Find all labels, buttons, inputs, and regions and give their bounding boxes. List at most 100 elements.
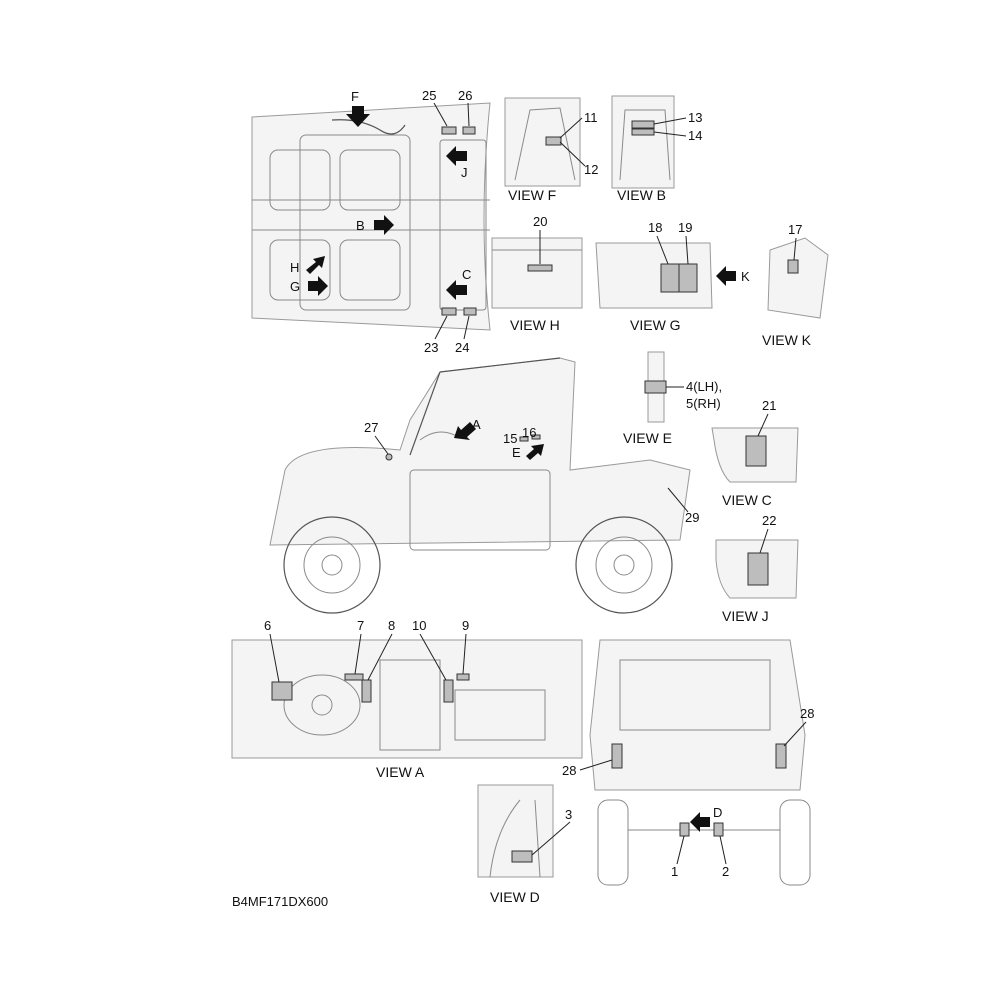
view-g-drawing (595, 242, 713, 309)
decal-8 (361, 679, 372, 703)
callout-23: 23 (424, 340, 438, 355)
callout-4: 4(LH), (686, 379, 722, 394)
svg-text:G: G (290, 279, 300, 294)
svg-text:B: B (356, 218, 365, 233)
callout-12: 12 (584, 162, 598, 177)
callout-28-left: 28 (562, 763, 576, 778)
view-h-label: VIEW H (510, 317, 560, 333)
view-c-label: VIEW C (722, 492, 772, 508)
decal-15 (519, 436, 529, 442)
callout-20: 20 (533, 214, 547, 229)
callout-27: 27 (364, 420, 378, 435)
decal-17 (787, 259, 799, 274)
decal-7 (344, 673, 364, 681)
decal-9 (456, 673, 470, 681)
callout-13: 13 (688, 110, 702, 125)
view-a-label: VIEW A (376, 764, 425, 780)
decal-24 (463, 307, 477, 316)
svg-text:J: J (461, 165, 468, 180)
decal-11 (545, 136, 562, 146)
decal-2 (713, 822, 724, 837)
decal-26 (462, 126, 476, 135)
view-arrow-g: G (290, 276, 328, 296)
rear-view-drawing (589, 639, 811, 886)
view-arrow-k: K (716, 266, 750, 286)
decal-27 (385, 453, 393, 461)
view-arrow-b: B (356, 215, 394, 235)
decal-20 (527, 264, 553, 272)
callout-29: 29 (685, 510, 699, 525)
view-b-drawing (611, 95, 675, 189)
callout-16: 16 (522, 425, 536, 440)
callout-24: 24 (455, 340, 469, 355)
drawing-code: B4MF171DX600 (232, 894, 328, 909)
svg-text:H: H (290, 260, 299, 275)
callout-11: 11 (584, 110, 598, 125)
decal-16 (531, 434, 541, 440)
view-a-drawing (231, 639, 583, 759)
decal-6 (271, 681, 293, 701)
decal-23 (441, 307, 457, 316)
callout-6: 6 (264, 618, 271, 633)
decal-3 (511, 850, 533, 863)
view-d-drawing (477, 784, 554, 878)
svg-text:F: F (351, 89, 359, 104)
side-view-drawing (269, 357, 691, 614)
callout-19: 19 (678, 220, 692, 235)
view-g-label: VIEW G (630, 317, 681, 333)
callout-18: 18 (648, 220, 662, 235)
view-k-drawing (767, 237, 829, 319)
callout-10: 10 (412, 618, 426, 633)
view-d-label: VIEW D (490, 889, 540, 905)
view-arrow-f: F (346, 89, 370, 127)
svg-text:D: D (713, 805, 722, 820)
top-view-drawing (251, 102, 491, 331)
view-f-label: VIEW F (508, 187, 556, 203)
svg-text:A: A (472, 417, 481, 432)
callout-2: 2 (722, 864, 729, 879)
callout-7: 7 (357, 618, 364, 633)
view-c-drawing (711, 427, 799, 483)
view-arrow-h: H (290, 256, 325, 275)
view-e-drawing (644, 351, 667, 423)
view-e-label: VIEW E (623, 430, 672, 446)
decal-10 (443, 679, 454, 703)
callout-9: 9 (462, 618, 469, 633)
svg-text:C: C (462, 267, 471, 282)
callout-28-right: 28 (800, 706, 814, 721)
decal-19 (678, 263, 698, 293)
view-arrow-j: J (446, 146, 468, 180)
callout-14: 14 (688, 128, 702, 143)
view-arrow-a: A (454, 417, 481, 440)
decal-4-5 (644, 380, 667, 394)
view-h-drawing (491, 237, 583, 309)
view-j-drawing (715, 539, 799, 599)
decal-28-right (775, 743, 787, 769)
decal-13 (631, 120, 655, 129)
callout-15: 15 (503, 431, 517, 446)
view-f-drawing (504, 97, 581, 187)
callout-21: 21 (762, 398, 776, 413)
decal-25 (441, 126, 457, 135)
callout-17: 17 (788, 222, 802, 237)
callout-5: 5(RH) (686, 396, 721, 411)
callout-3: 3 (565, 807, 572, 822)
callout-26: 26 (458, 88, 472, 103)
callout-22: 22 (762, 513, 776, 528)
decal-18 (660, 263, 680, 293)
callout-25: 25 (422, 88, 436, 103)
view-arrow-e: E (512, 444, 544, 460)
decal-14 (631, 128, 655, 136)
svg-text:E: E (512, 445, 521, 460)
view-arrow-c: C (446, 267, 471, 300)
decal-21 (745, 435, 767, 467)
callout-1: 1 (671, 864, 678, 879)
decal-28-left (611, 743, 623, 769)
view-k-label: VIEW K (762, 332, 812, 348)
view-j-label: VIEW J (722, 608, 769, 624)
view-arrow-d: D (690, 805, 722, 832)
view-b-label: VIEW B (617, 187, 666, 203)
decal-22 (747, 552, 769, 586)
callout-8: 8 (388, 618, 395, 633)
